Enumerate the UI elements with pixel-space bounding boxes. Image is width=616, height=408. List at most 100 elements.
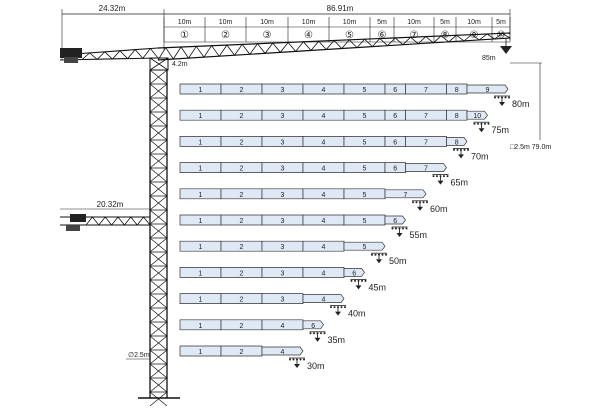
jib-section-number: 2	[240, 87, 244, 94]
jib-section-number: 2	[240, 244, 244, 251]
jib-section-number: 6	[393, 218, 397, 225]
counter-jib-lower: 20.32m	[60, 200, 151, 231]
jib-section-number: 10	[473, 113, 481, 120]
segment-number: ⑩	[497, 30, 506, 41]
jib-section-number: 1	[199, 349, 203, 356]
jib-section-number: 2	[240, 113, 244, 120]
jib-section-number: 7	[424, 113, 428, 120]
pivot-offset-label: 4.2m	[172, 61, 188, 68]
jib-section-number: 5	[363, 244, 367, 251]
jib-section	[343, 241, 386, 251]
jib-section-number: 3	[281, 244, 285, 251]
segment-length-label: 10m	[178, 19, 192, 26]
jib-section-number: 8	[455, 113, 459, 120]
segment-length-label: 10m	[467, 19, 481, 26]
jib-section-number: 3	[281, 87, 285, 94]
jib-section-number: 7	[424, 87, 428, 94]
hook-icon	[330, 305, 346, 316]
jib-section-number: 4	[322, 244, 326, 251]
total-jib-length-label: 86.91m	[327, 4, 354, 13]
jib-section-number: 3	[281, 139, 285, 146]
jib-length-label: 60m	[430, 204, 448, 214]
jib-section-number: 3	[281, 270, 285, 277]
jib-section	[384, 215, 406, 225]
jib-section-number: 5	[363, 113, 367, 120]
jib-section	[446, 137, 468, 146]
segment-number: ③	[263, 30, 272, 41]
hook-icon	[391, 226, 408, 237]
jib-section-number: 3	[281, 297, 285, 304]
jib-section-number: 6	[393, 139, 397, 146]
jib-section-number: 4	[322, 218, 326, 225]
segment-number: ⑦	[410, 30, 419, 41]
jib-section-number: 6	[393, 113, 397, 120]
jib-length-label: 75m	[492, 125, 510, 135]
hook-icon	[432, 174, 449, 185]
jib-section-number: 2	[240, 323, 244, 330]
hook-icon	[473, 121, 490, 133]
jib-section-number: 7	[424, 166, 428, 173]
segment-length-label: 10m	[219, 19, 233, 26]
jib-length-label: 35m	[328, 335, 346, 345]
jib-section-number: 4	[322, 87, 326, 94]
jib-section-number: 6	[393, 87, 397, 94]
tower-mast: ∅2.5m	[126, 69, 180, 407]
jib-section-number: 1	[199, 297, 203, 304]
segment-length-label: 5m	[440, 19, 450, 26]
jib-section	[302, 294, 345, 303]
jib-section-number: 4	[322, 192, 326, 199]
jib-section-number: 1	[199, 113, 203, 120]
jib-section-number: 1	[199, 87, 203, 94]
segment-length-label: 10m	[260, 19, 274, 26]
jib-section-number: 2	[240, 270, 244, 277]
segment-number: ⑥	[378, 30, 387, 41]
jib-section	[261, 346, 304, 356]
jib-section-number: 2	[240, 349, 244, 356]
jib-section-number: 5	[363, 139, 367, 146]
jib-section-number: 6	[352, 270, 356, 277]
segment-length-label: 10m	[407, 19, 421, 26]
jib-section-number: 3	[281, 218, 285, 225]
lower-counter-jib-label: 20.32m	[97, 200, 124, 209]
jib-section-number: 4	[322, 113, 326, 120]
jib-section-number: 2	[240, 166, 244, 173]
main-jib	[157, 32, 511, 61]
segment-number: ①	[180, 30, 189, 41]
jib-section-number: 3	[281, 192, 285, 199]
jib-section-number: 4	[322, 139, 326, 146]
hook-icon	[412, 200, 428, 211]
jib-section-number: 1	[199, 244, 203, 251]
hook-icon	[371, 252, 387, 264]
segment-length-label: 5m	[377, 19, 387, 26]
jib-length-label: 80m	[512, 99, 530, 109]
jib-section-number: 9	[486, 87, 490, 94]
hook-icon	[494, 95, 510, 106]
jib-section-number: 6	[311, 323, 315, 330]
counter-jib-length-label: 24.32m	[99, 4, 126, 13]
jib-section-number: 3	[281, 113, 285, 120]
mast-height-label: ∅2.5m	[128, 352, 150, 359]
jib-section	[384, 189, 427, 199]
jib-section-number: 7	[424, 139, 428, 146]
jib-section	[343, 268, 365, 277]
jib-section-number: 8	[455, 139, 459, 146]
jib-section-number: 3	[281, 166, 285, 173]
jib-section-number: 7	[404, 192, 408, 199]
jib-section-number: 1	[199, 192, 203, 199]
jib-section-number: 2	[240, 139, 244, 146]
jib-section	[466, 110, 488, 120]
tip-side-label: □2.5m 79.0m	[510, 144, 551, 151]
hook-icon	[453, 147, 469, 159]
jib-length-label: 70m	[471, 151, 489, 161]
jib-section-number: 8	[455, 87, 459, 94]
